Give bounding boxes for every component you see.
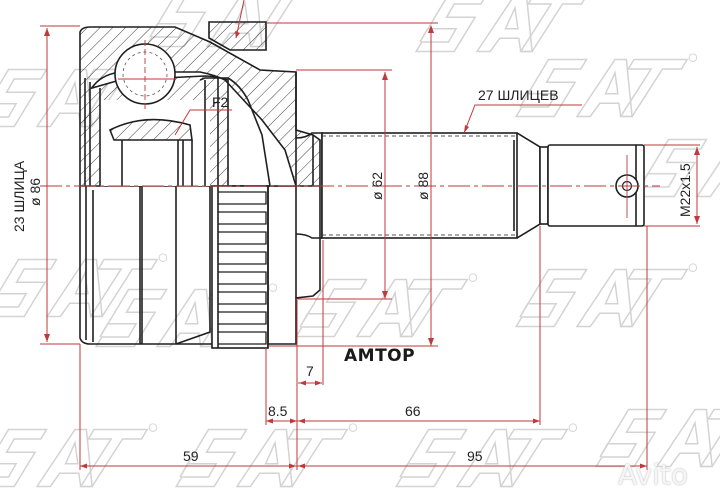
thread-label: M22x1.5 [677,163,693,217]
outer-housing [79,21,321,187]
lower-body [79,185,321,349]
dimension-59: 59 [183,448,199,464]
dimension-8-5: 8.5 [268,403,288,419]
dimension-lines [40,0,700,470]
outer-splines-label: 27 ШЛИЦЕВ [478,87,559,103]
inner-diameter-label: ø 86 [27,177,43,206]
diameter-88-label: ø 88 [415,171,431,200]
dimension-66: 66 [405,403,421,419]
avito-watermark: Avito [618,458,688,491]
brand-logo: AMTOP [344,346,416,366]
dimension-7: 7 [306,363,314,379]
inner-splines-label: 23 ШЛИЦА [11,160,27,232]
dimension-95: 95 [467,448,483,464]
feature-f2-label: F2 [212,94,229,110]
diameter-62-label: ø 62 [369,171,385,200]
